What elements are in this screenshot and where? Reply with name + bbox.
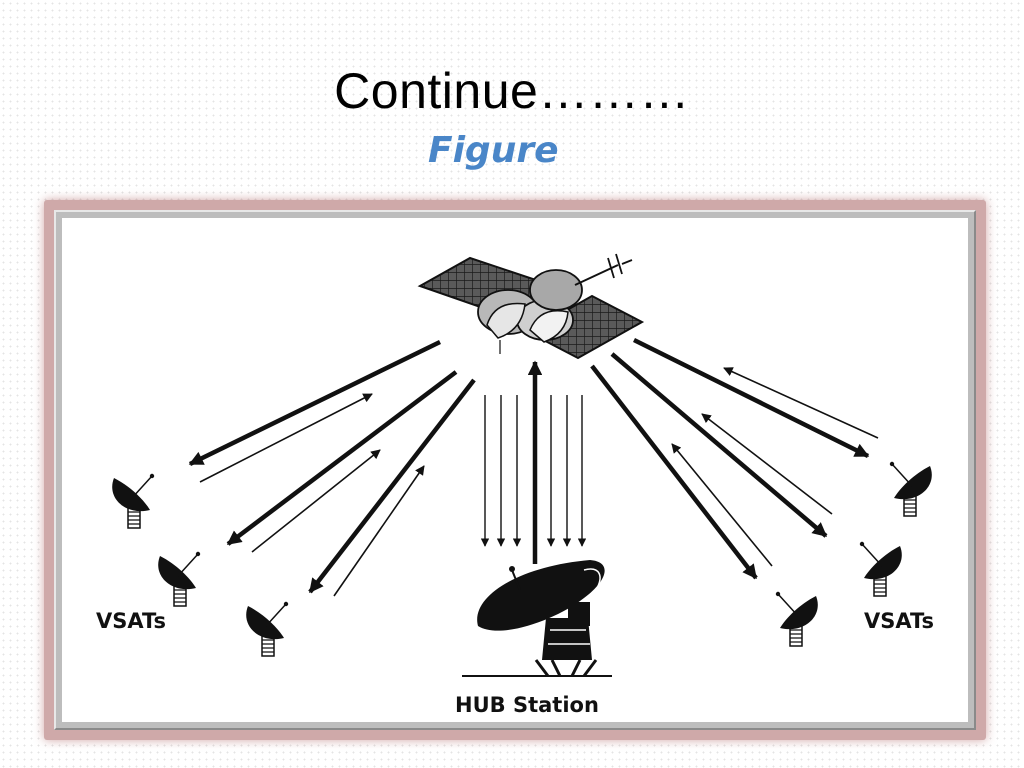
vsat-dish-icon [859, 541, 903, 597]
vsat-dish-icon [157, 551, 201, 607]
slide-title: Continue……… [334, 63, 690, 119]
vsat-dish-icon [889, 461, 933, 517]
vsat-dish-icon [111, 473, 155, 529]
vsat-dish-icon [245, 601, 289, 657]
hub-station-label: HUB Station [455, 693, 599, 717]
vsats-right-label: VSATs [864, 609, 935, 633]
hub-dish-icon [462, 560, 612, 677]
vsat-dish-icon [775, 591, 819, 647]
satellite-icon [417, 253, 645, 360]
vsats-left-label: VSATs [96, 609, 167, 633]
figure-caption: Figure [428, 130, 559, 171]
